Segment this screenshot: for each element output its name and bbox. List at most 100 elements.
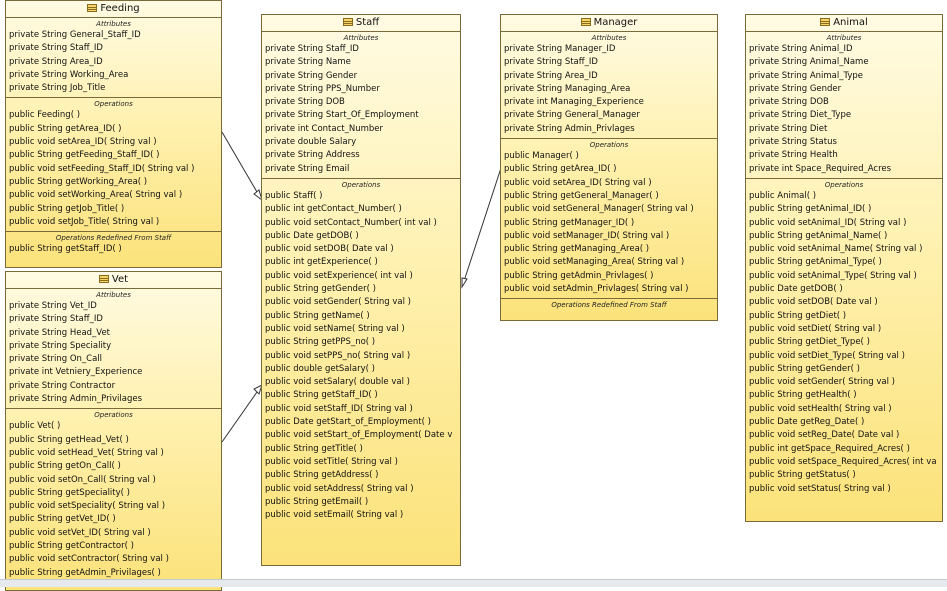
- attribute-row[interactable]: private String Speciality: [9, 340, 112, 351]
- operation-row[interactable]: public void setAddress( String val ): [265, 483, 414, 494]
- operation-row[interactable]: public void setPPS_no( String val ): [265, 350, 411, 361]
- operation-row[interactable]: public Animal( ): [749, 190, 817, 201]
- attribute-row[interactable]: private String General_Staff_ID: [9, 30, 141, 40]
- operation-row[interactable]: public String getAddress( ): [265, 470, 379, 481]
- operation-row[interactable]: public String getOn_Call( ): [9, 461, 121, 472]
- attribute-row[interactable]: private String Manager_ID: [504, 44, 616, 54]
- attribute-row[interactable]: private String Area_ID: [504, 70, 598, 81]
- operation-row[interactable]: public void setName( String val ): [265, 323, 405, 334]
- operation-row[interactable]: public void setSpeciality( String val ): [9, 501, 166, 512]
- attribute-row[interactable]: private String Area_ID: [9, 56, 103, 67]
- attribute-row[interactable]: private String Diet: [749, 123, 828, 134]
- operation-row[interactable]: public void setExperience( int val ): [265, 270, 413, 281]
- operation-row[interactable]: public void setContact_Number( int val ): [265, 217, 437, 228]
- operation-row[interactable]: public void setReg_Date( Date val ): [749, 430, 900, 441]
- operation-row[interactable]: public void setHead_Vet( String val ): [9, 447, 164, 458]
- operation-row[interactable]: public void setStart_of_Employment( Date…: [265, 430, 453, 441]
- attribute-row[interactable]: private String Diet_Type: [749, 110, 852, 121]
- operation-row[interactable]: public String getSpeciality( ): [9, 487, 130, 498]
- operation-row[interactable]: public String getGeneral_Manager( ): [504, 190, 659, 201]
- operation-row[interactable]: public void setAdmin_Privlages( String v…: [504, 284, 689, 295]
- operation-row[interactable]: public void setManaging_Area( String val…: [504, 257, 685, 268]
- attribute-row[interactable]: private String On_Call: [9, 354, 103, 365]
- attribute-row[interactable]: private String Address: [265, 150, 360, 161]
- operation-row[interactable]: public void setArea_ID( String val ): [504, 177, 652, 188]
- attribute-row[interactable]: private String DOB: [749, 97, 829, 108]
- class-staff[interactable]: Staff Attributes private String Staff_ID…: [261, 14, 461, 566]
- operation-row[interactable]: public String getTitle( ): [265, 443, 363, 454]
- operation-row[interactable]: public String getHealth( ): [749, 390, 857, 401]
- operation-row[interactable]: public void setOn_Call( String val ): [9, 474, 156, 485]
- operation-row[interactable]: public String getEmail( ): [265, 496, 369, 507]
- operation-row[interactable]: public String getStaff_ID( ): [265, 390, 378, 401]
- attribute-row[interactable]: private String Staff_ID: [9, 314, 103, 325]
- operation-row[interactable]: public void setAnimal_Type( String val ): [749, 270, 917, 281]
- operation-row[interactable]: public String getWorking_Area( ): [9, 176, 148, 187]
- operation-row[interactable]: public void setDiet_Type( String val ): [749, 350, 905, 361]
- operation-row[interactable]: public void setContractor( String val ): [9, 554, 169, 565]
- attribute-row[interactable]: private String Animal_Name: [749, 57, 869, 68]
- operation-row[interactable]: public double getSalary( ): [265, 363, 375, 374]
- operation-row[interactable]: public Vet( ): [9, 421, 61, 432]
- attribute-row[interactable]: private String Health: [749, 150, 838, 161]
- operation-row[interactable]: public void setAnimal_Name( String val ): [749, 244, 923, 255]
- attribute-row[interactable]: private String Animal_Type: [749, 70, 864, 81]
- attribute-row[interactable]: private String Status: [749, 137, 837, 148]
- operation-row[interactable]: public String getArea_ID( ): [504, 164, 617, 175]
- operation-row[interactable]: public void setStatus( String val ): [749, 483, 891, 494]
- operation-row[interactable]: public Date getDOB( ): [265, 230, 359, 241]
- operation-row[interactable]: public void setTitle( String val ): [265, 456, 398, 467]
- attribute-row[interactable]: private String Gender: [749, 83, 842, 94]
- attribute-row[interactable]: private double Salary: [265, 137, 357, 148]
- operation-row[interactable]: public Feeding( ): [9, 110, 81, 121]
- operation-row[interactable]: public int getContact_Number( ): [265, 204, 402, 215]
- operation-row[interactable]: public String getName( ): [265, 310, 370, 321]
- attribute-row[interactable]: private String Staff_ID: [504, 57, 598, 68]
- attribute-row[interactable]: private String Staff_ID: [9, 43, 103, 54]
- attribute-row[interactable]: private String Email: [265, 163, 350, 174]
- operation-row[interactable]: public String getAdmin_Privilages( ): [9, 567, 161, 578]
- operation-row[interactable]: public void setArea_ID( String val ): [9, 137, 157, 148]
- operation-row[interactable]: public String getArea_ID( ): [9, 123, 122, 134]
- attribute-row[interactable]: private String Animal_ID: [749, 44, 853, 54]
- operation-row[interactable]: public void setFeeding_Staff_ID( String …: [9, 163, 195, 174]
- attribute-row[interactable]: private int Vetniery_Experience: [9, 367, 143, 378]
- attribute-row[interactable]: private String Staff_ID: [265, 44, 359, 54]
- operation-row[interactable]: public void setHealth( String val ): [749, 403, 892, 414]
- attribute-row[interactable]: private String Vet_ID: [9, 301, 97, 311]
- operation-row[interactable]: public void setDOB( Date val ): [749, 297, 878, 308]
- attribute-row[interactable]: private String Admin_Privlages: [504, 123, 635, 134]
- operation-row[interactable]: public String getHead_Vet( ): [9, 434, 129, 445]
- operation-row[interactable]: public String getAdmin_Privlages( ): [504, 270, 654, 281]
- operation-row[interactable]: public void setGeneral_Manager( String v…: [504, 204, 694, 215]
- operation-row[interactable]: public void setDOB( Date val ): [265, 244, 394, 255]
- class-manager[interactable]: Manager Attributes private String Manage…: [500, 14, 718, 321]
- operation-row[interactable]: public Date getDOB( ): [749, 284, 843, 295]
- operation-row[interactable]: public String getManaging_Area( ): [504, 244, 650, 255]
- attribute-row[interactable]: private String Name: [265, 57, 351, 68]
- attribute-row[interactable]: private String General_Manager: [504, 110, 640, 121]
- attribute-row[interactable]: private String PPS_Number: [265, 83, 380, 94]
- operation-row[interactable]: public String getStatus( ): [749, 470, 856, 481]
- operation-row[interactable]: public String getGender( ): [749, 363, 860, 374]
- operation-row[interactable]: public String getDiet( ): [749, 310, 847, 321]
- attribute-row[interactable]: private String Start_Of_Employment: [265, 110, 419, 121]
- operation-row[interactable]: public void setGender( String val ): [749, 377, 895, 388]
- operation-row[interactable]: public String getVet_ID( ): [9, 514, 116, 525]
- operation-row[interactable]: public Date getReg_Date( ): [749, 417, 865, 428]
- attribute-row[interactable]: private String Working_Area: [9, 69, 129, 80]
- attribute-row[interactable]: private String Head_Vet: [9, 327, 111, 338]
- operation-row[interactable]: public void setGender( String val ): [265, 297, 411, 308]
- operation-row[interactable]: public void setEmail( String val ): [265, 510, 404, 521]
- operation-row[interactable]: public void setSalary( double val ): [265, 377, 410, 388]
- operation-row[interactable]: public void setStaff_ID( String val ): [265, 403, 413, 414]
- operation-row[interactable]: public Manager( ): [504, 151, 579, 162]
- operation-row[interactable]: public String getPPS_no( ): [265, 337, 376, 348]
- attribute-row[interactable]: private String Managing_Area: [504, 83, 631, 94]
- operation-row[interactable]: public void setDiet( String val ): [749, 323, 882, 334]
- operation-row[interactable]: public String getFeeding_Staff_ID( ): [9, 150, 160, 161]
- class-animal[interactable]: Animal Attributes private String Animal_…: [745, 14, 943, 522]
- operation-row[interactable]: public void setSpace_Required_Acres( int…: [749, 456, 937, 467]
- operation-row[interactable]: public void setWorking_Area( String val …: [9, 190, 183, 201]
